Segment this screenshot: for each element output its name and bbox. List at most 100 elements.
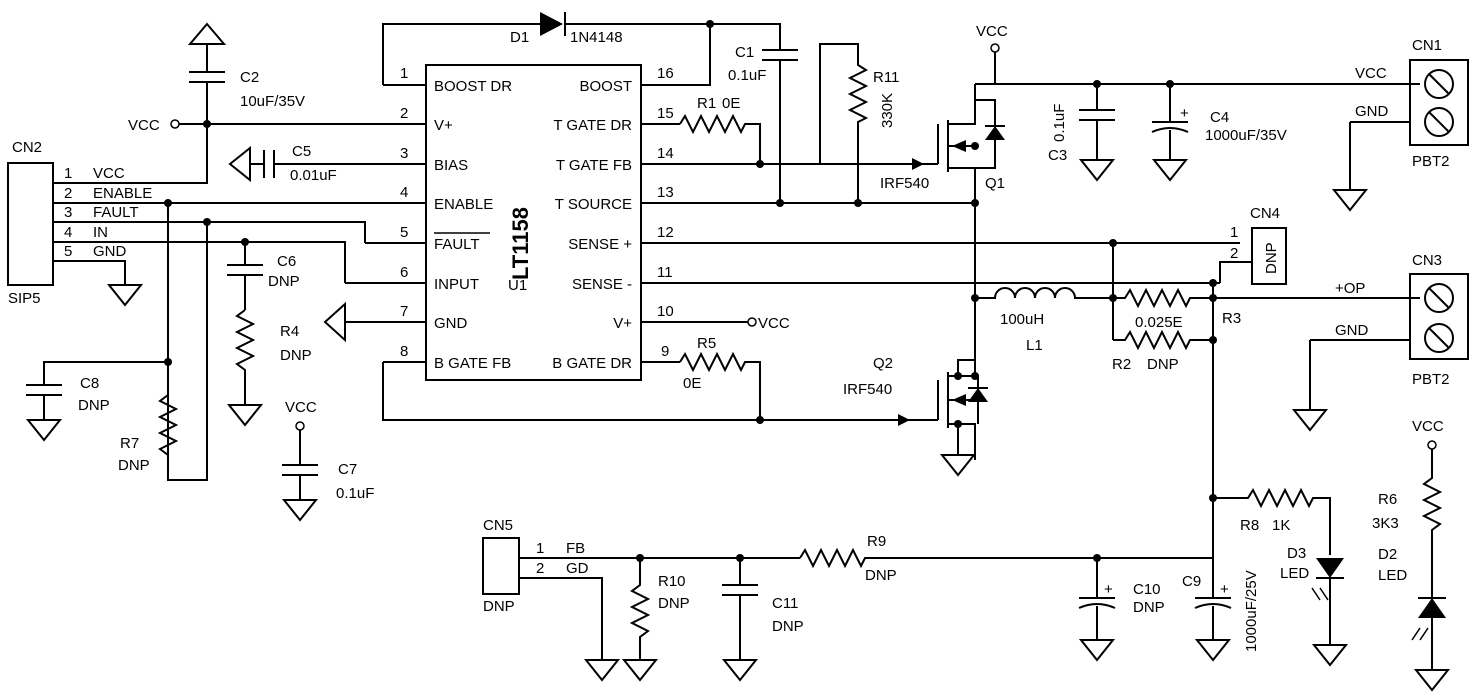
- svg-text:3K3: 3K3: [1372, 515, 1399, 532]
- connector-cn5: CN5 DNP 1 FB 2 GD: [482, 517, 800, 681]
- mosfet-q2: Q2 IRF540: [843, 355, 988, 476]
- svg-text:VCC: VCC: [758, 315, 790, 332]
- svg-text:DNP: DNP: [78, 397, 110, 414]
- svg-text:330K: 330K: [879, 93, 896, 128]
- svg-text:DNP: DNP: [865, 567, 897, 584]
- svg-text:DNP: DNP: [1263, 242, 1280, 274]
- pin-num: 12: [657, 224, 674, 241]
- svg-text:VCC: VCC: [93, 165, 125, 182]
- svg-text:10uF/35V: 10uF/35V: [240, 93, 305, 110]
- resistor-r2: R2 DNP: [1112, 329, 1217, 373]
- cap-c1: C1 0.1uF: [706, 20, 798, 207]
- pin-num: 4: [400, 184, 408, 201]
- diode-d1: D1 1N4148: [382, 12, 711, 86]
- svg-text:1000uF/35V: 1000uF/35V: [1205, 127, 1287, 144]
- fault-route: [207, 221, 366, 243]
- switch-node: [971, 203, 979, 375]
- svg-text:0.01uF: 0.01uF: [290, 167, 337, 184]
- svg-text:DNP: DNP: [1147, 356, 1179, 373]
- svg-text:VCC: VCC: [976, 23, 1008, 40]
- svg-text:R1: R1: [697, 95, 716, 112]
- resistor-r10: R10 DNP: [623, 554, 690, 681]
- svg-text:D2: D2: [1378, 546, 1397, 563]
- svg-text:VCC: VCC: [285, 399, 317, 416]
- svg-text:R6: R6: [1378, 491, 1397, 508]
- vcc-q1: VCC: [975, 23, 1420, 85]
- svg-text:DNP: DNP: [772, 618, 804, 635]
- svg-text:+: +: [1104, 581, 1113, 598]
- pin-num: 5: [400, 224, 408, 241]
- svg-text:C7: C7: [338, 461, 357, 478]
- resistor-r1: R1 0E: [679, 95, 764, 168]
- svg-text:D3: D3: [1287, 545, 1306, 562]
- svg-text:C6: C6: [277, 253, 296, 270]
- resistor-r7: R7 DNP: [118, 394, 179, 474]
- svg-text:R7: R7: [120, 435, 139, 452]
- led-d2: D2 LED: [1378, 546, 1449, 691]
- pin-num: 3: [400, 145, 408, 162]
- svg-text:ENABLE: ENABLE: [93, 185, 152, 202]
- pin-name: GND: [434, 315, 468, 332]
- svg-text:1: 1: [64, 165, 72, 182]
- svg-text:+OP: +OP: [1335, 280, 1365, 297]
- svg-text:R10: R10: [658, 573, 686, 590]
- cap-c5: C5 0.01uF: [228, 143, 337, 184]
- svg-text:IRF540: IRF540: [843, 381, 892, 398]
- svg-text:SIP5: SIP5: [8, 290, 41, 307]
- pin-num: 14: [657, 145, 674, 162]
- inductor-l1: 100uH L1: [975, 287, 1113, 354]
- svg-text:GND: GND: [1335, 322, 1369, 339]
- svg-text:1K: 1K: [1272, 517, 1290, 534]
- svg-text:FAULT: FAULT: [93, 204, 139, 221]
- pin-name: SENSE -: [572, 276, 632, 293]
- svg-text:Q2: Q2: [873, 355, 893, 372]
- svg-text:GD: GD: [566, 560, 589, 577]
- svg-text:0.1uF: 0.1uF: [728, 67, 766, 84]
- svg-text:DNP: DNP: [483, 598, 515, 615]
- ic-u1: U1 LT1158 BOOST DR V+ BIAS ENABLE FAULT …: [160, 64, 1240, 381]
- svg-text:GND: GND: [93, 243, 127, 260]
- svg-text:D1: D1: [510, 29, 529, 46]
- resistor-r3: 0.025E R3: [1109, 243, 1241, 340]
- svg-text:LED: LED: [1378, 567, 1407, 584]
- svg-text:DNP: DNP: [1133, 599, 1165, 616]
- svg-text:C8: C8: [80, 375, 99, 392]
- connector-cn4: CN4 1 2 DNP: [1219, 205, 1287, 285]
- svg-text:CN5: CN5: [483, 517, 513, 534]
- svg-text:1: 1: [1230, 224, 1238, 241]
- pin-num: 15: [657, 105, 674, 122]
- ic-part: LT1158: [508, 207, 533, 280]
- svg-text:DNP: DNP: [268, 273, 300, 290]
- svg-text:C5: C5: [292, 143, 311, 160]
- gnd-pin7: [323, 301, 346, 343]
- pin-name: BOOST: [579, 78, 632, 95]
- svg-text:3: 3: [64, 204, 72, 221]
- pin-name: SENSE +: [568, 236, 632, 253]
- pin-num: 6: [400, 264, 408, 281]
- enable-fault-route: [160, 202, 208, 481]
- pin-num: 2: [400, 105, 408, 122]
- pin-num: 10: [657, 303, 674, 320]
- mosfet-q1: IRF540 Q1: [880, 84, 1005, 207]
- resistor-r5: R5 0E: [679, 335, 761, 420]
- pin-name: T GATE DR: [553, 117, 632, 134]
- pin-num: 16: [657, 65, 674, 82]
- resistor-r9: R9 DNP: [799, 533, 1213, 584]
- svg-text:VCC: VCC: [1355, 65, 1387, 82]
- svg-text:CN1: CN1: [1412, 37, 1442, 54]
- connector-cn1: CN1 VCC GND PBT2: [1333, 37, 1469, 211]
- svg-text:R2: R2: [1112, 356, 1131, 373]
- pin-name: ENABLE: [434, 196, 493, 213]
- pin-num: 7: [400, 303, 408, 320]
- svg-text:VCC: VCC: [128, 117, 160, 134]
- svg-text:GND: GND: [1355, 103, 1389, 120]
- svg-text:Q1: Q1: [985, 175, 1005, 192]
- cap-c6: C6 DNP: [227, 242, 300, 310]
- led-d3: D3 LED: [1280, 545, 1347, 666]
- svg-text:LED: LED: [1280, 565, 1309, 582]
- pin-name: T SOURCE: [555, 196, 632, 213]
- svg-text:C3: C3: [1048, 147, 1067, 164]
- pin-name: BOOST DR: [434, 78, 512, 95]
- ic-ref: U1: [508, 277, 527, 294]
- svg-text:DNP: DNP: [280, 347, 312, 364]
